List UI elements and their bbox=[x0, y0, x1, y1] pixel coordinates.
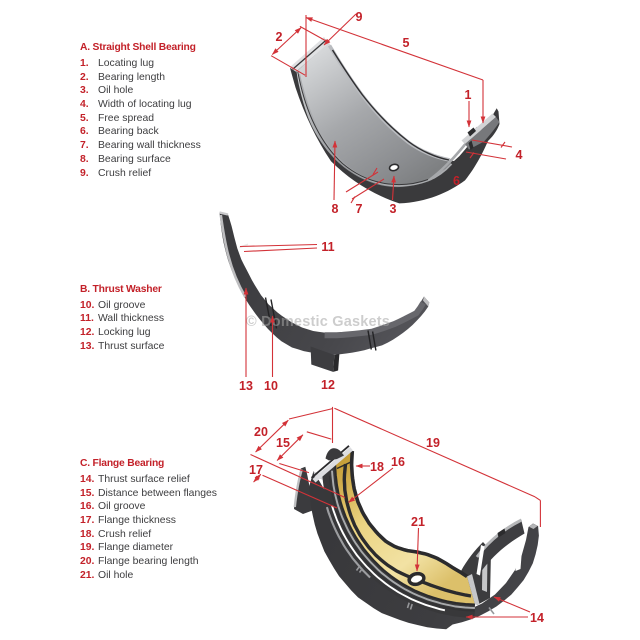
svg-text:4: 4 bbox=[516, 148, 523, 162]
svg-text:21: 21 bbox=[411, 515, 425, 529]
svg-text:20: 20 bbox=[254, 425, 268, 439]
svg-text:5: 5 bbox=[403, 36, 410, 50]
svg-text:19: 19 bbox=[426, 436, 440, 450]
svg-text:8: 8 bbox=[332, 202, 339, 216]
svg-text:3: 3 bbox=[390, 202, 397, 216]
svg-text:15: 15 bbox=[276, 436, 290, 450]
svg-text:14: 14 bbox=[530, 611, 544, 625]
svg-text:7: 7 bbox=[356, 202, 363, 216]
svg-text:1: 1 bbox=[465, 88, 472, 102]
svg-text:10: 10 bbox=[264, 379, 278, 393]
svg-text:13: 13 bbox=[239, 379, 253, 393]
svg-text:11: 11 bbox=[321, 240, 334, 254]
svg-text:16: 16 bbox=[391, 455, 405, 469]
svg-text:© Domestic Gaskets: © Domestic Gaskets bbox=[246, 314, 390, 330]
svg-text:12: 12 bbox=[321, 378, 335, 392]
svg-text:2: 2 bbox=[276, 30, 283, 44]
svg-text:6: 6 bbox=[453, 174, 460, 188]
svg-text:18: 18 bbox=[370, 460, 384, 474]
svg-text:17: 17 bbox=[249, 463, 263, 477]
svg-text:9: 9 bbox=[356, 10, 363, 24]
